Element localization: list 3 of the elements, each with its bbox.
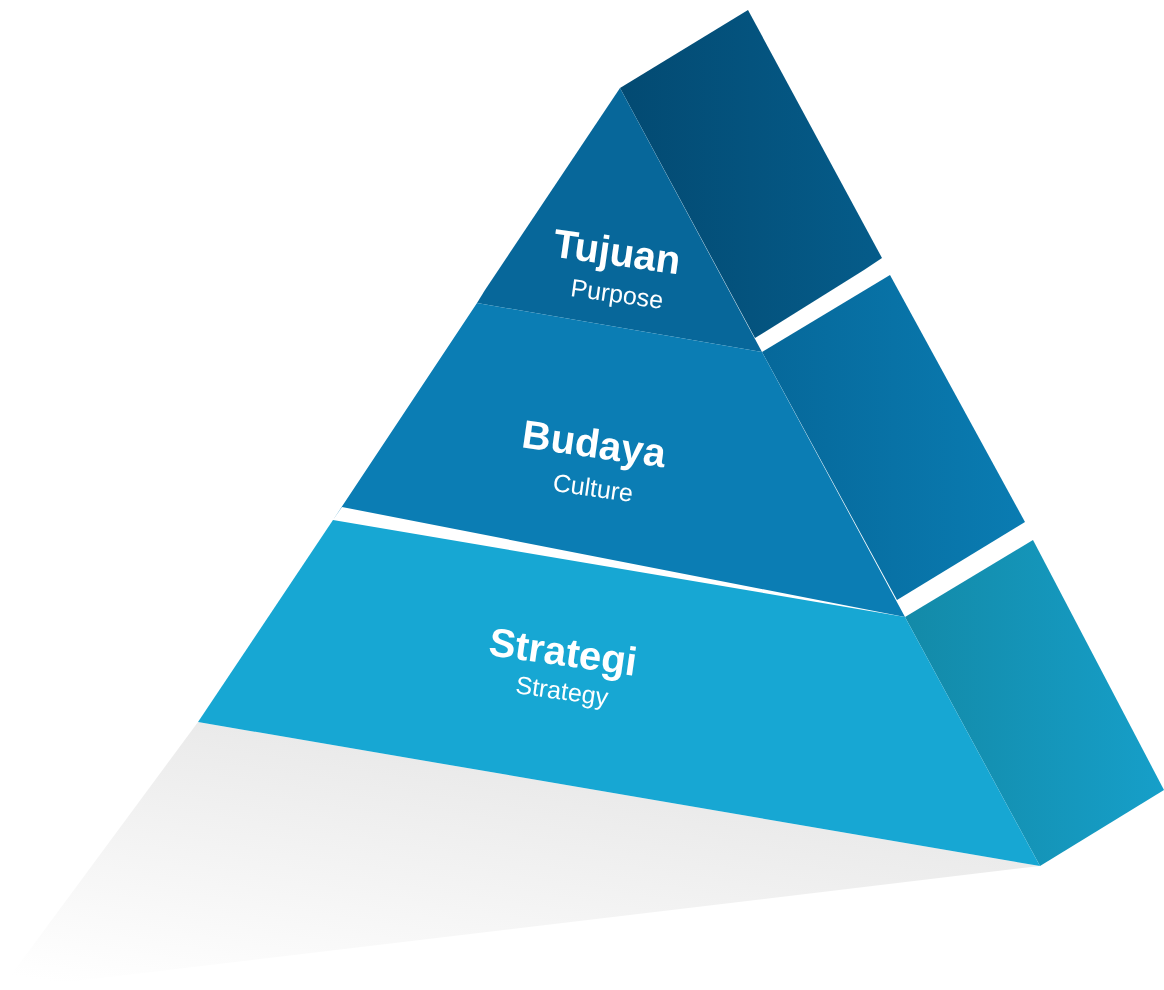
pyramid-layer: [198, 520, 1164, 866]
pyramid-layer: [477, 10, 882, 352]
layer-subtitle: Purpose: [569, 273, 666, 315]
